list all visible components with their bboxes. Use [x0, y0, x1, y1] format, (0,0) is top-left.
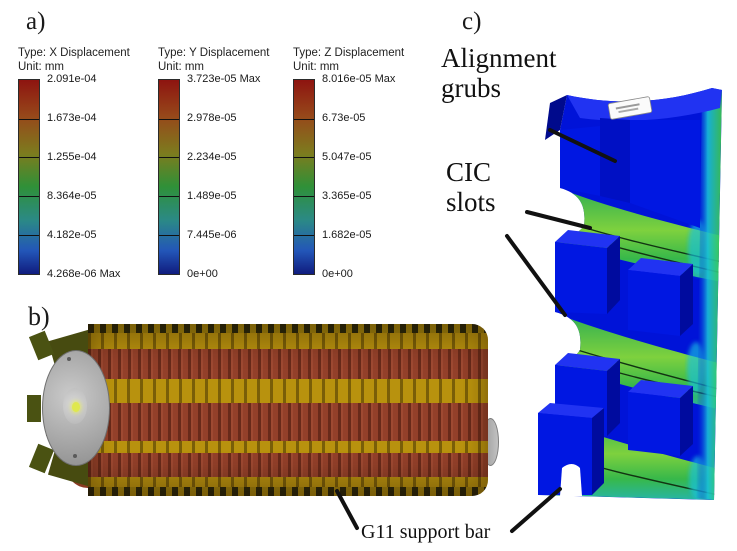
- legend-unit-label: Unit: mm: [158, 61, 204, 74]
- colorbar-tick: [159, 196, 179, 198]
- colorbar-tick: [159, 234, 179, 236]
- colorbar-tick: [294, 118, 314, 120]
- bottom-block: [538, 403, 604, 496]
- end-plate-tab: [27, 395, 41, 422]
- end-plate-disc: [42, 350, 110, 466]
- support-bar-band: [88, 441, 488, 453]
- fea-support-bar-model: [538, 88, 722, 500]
- panel-c-label: c): [462, 8, 482, 35]
- colorbar-tick: [159, 157, 179, 159]
- tick-label: 1.673e-04: [47, 111, 97, 124]
- annotation-line: slots: [446, 186, 496, 217]
- colorbar-tick: [19, 157, 39, 159]
- tick-label: 2.091e-04: [47, 72, 97, 85]
- legend-x-displacement: Type: X Displacement Unit: mm 2.091e-04 …: [18, 46, 156, 280]
- annotation-cic-slots: CIC slots: [446, 157, 496, 217]
- panel-b-label: b): [28, 302, 50, 331]
- annotation-line: CIC: [446, 157, 492, 187]
- annotation-g11-support-bar: G11 support bar: [361, 521, 491, 543]
- coil-assembly-render: [88, 324, 488, 496]
- colorbar-tick: [19, 196, 39, 198]
- tick-label: 5.047e-05: [322, 150, 372, 163]
- end-ring-teeth: [88, 324, 488, 333]
- colorbar-x-tick-labels: 2.091e-04 1.673e-04 1.255e-04 8.364e-05 …: [47, 72, 121, 280]
- end-ring-teeth: [88, 487, 488, 496]
- colorbar-y: [158, 78, 180, 275]
- screw-icon: [67, 357, 71, 361]
- tick-label: 8.364e-05: [47, 189, 97, 202]
- colorbar-z-tick-labels: 8.016e-05 Max 6.73e-05 5.047e-05 3.365e-…: [322, 72, 396, 280]
- tick-label: 6.73e-05: [322, 111, 366, 124]
- side-face-gradient: [696, 88, 722, 500]
- tick-label: 3.365e-05: [322, 189, 372, 202]
- annotation-alignment-grubs: Alignment grubs: [441, 43, 557, 103]
- legend-type-label: Type: Y Displacement: [158, 47, 270, 59]
- annotation-line: Alignment: [441, 43, 557, 73]
- tick-label: 1.255e-04: [47, 150, 97, 163]
- tick-label: 2.234e-05: [187, 150, 237, 163]
- cic-slot-surface: [558, 188, 722, 282]
- legend-y-displacement: Type: Y Displacement Unit: mm 3.723e-05 …: [158, 46, 296, 280]
- tick-label: 0e+00: [187, 267, 218, 280]
- alignment-grub-groove: [600, 118, 630, 203]
- coil-winding-band: [88, 349, 488, 379]
- legend-unit-label: Unit: mm: [293, 61, 339, 74]
- colorbar-y-tick-labels: 3.723e-05 Max 2.978e-05 2.234e-05 1.489e…: [187, 72, 261, 280]
- leader-g11-to-cylinder: [335, 489, 359, 530]
- support-bar-band: [88, 379, 488, 403]
- end-plate-center-dot: [72, 402, 80, 412]
- legend-z-displacement: Type: Z Displacement Unit: mm 8.016e-05 …: [293, 46, 431, 280]
- colorbar-tick: [294, 157, 314, 159]
- legend-unit-label: Unit: mm: [18, 61, 64, 74]
- tick-label: 1.489e-05: [187, 189, 237, 202]
- coil-winding-band: [88, 403, 488, 441]
- colorbar-tick: [19, 234, 39, 236]
- tick-label: 8.016e-05 Max: [322, 72, 396, 85]
- bottom-notch: [560, 464, 582, 496]
- support-bar-band: [88, 333, 488, 349]
- probe-label-icon: [607, 96, 653, 120]
- colorbar-tick: [294, 196, 314, 198]
- colorbar-tick: [19, 118, 39, 120]
- tick-label: 1.682e-05: [322, 228, 372, 241]
- colorbar-z: [293, 78, 315, 275]
- annotation-line: grubs: [441, 72, 501, 103]
- tick-label: 0e+00: [322, 267, 353, 280]
- panel-a-label: a): [26, 8, 46, 35]
- tick-label: 2.978e-05: [187, 111, 237, 124]
- tick-label: 4.268e-06 Max: [47, 267, 121, 280]
- legend-type-label: Type: X Displacement: [18, 47, 130, 59]
- coil-winding-band: [88, 453, 488, 477]
- end-plate-tab: [28, 330, 55, 361]
- tick-label: 3.723e-05 Max: [187, 72, 261, 85]
- tick-label: 4.182e-05: [47, 228, 97, 241]
- support-bar-cubes: [555, 230, 693, 336]
- colorbar-tick: [294, 234, 314, 236]
- screw-icon: [73, 454, 77, 458]
- colorbar-x: [18, 78, 40, 275]
- legend-type-label: Type: Z Displacement: [293, 47, 405, 59]
- tick-label: 7.445e-06: [187, 228, 237, 241]
- support-bar-band: [88, 477, 488, 487]
- colorbar-tick: [159, 118, 179, 120]
- top-block: [545, 88, 722, 228]
